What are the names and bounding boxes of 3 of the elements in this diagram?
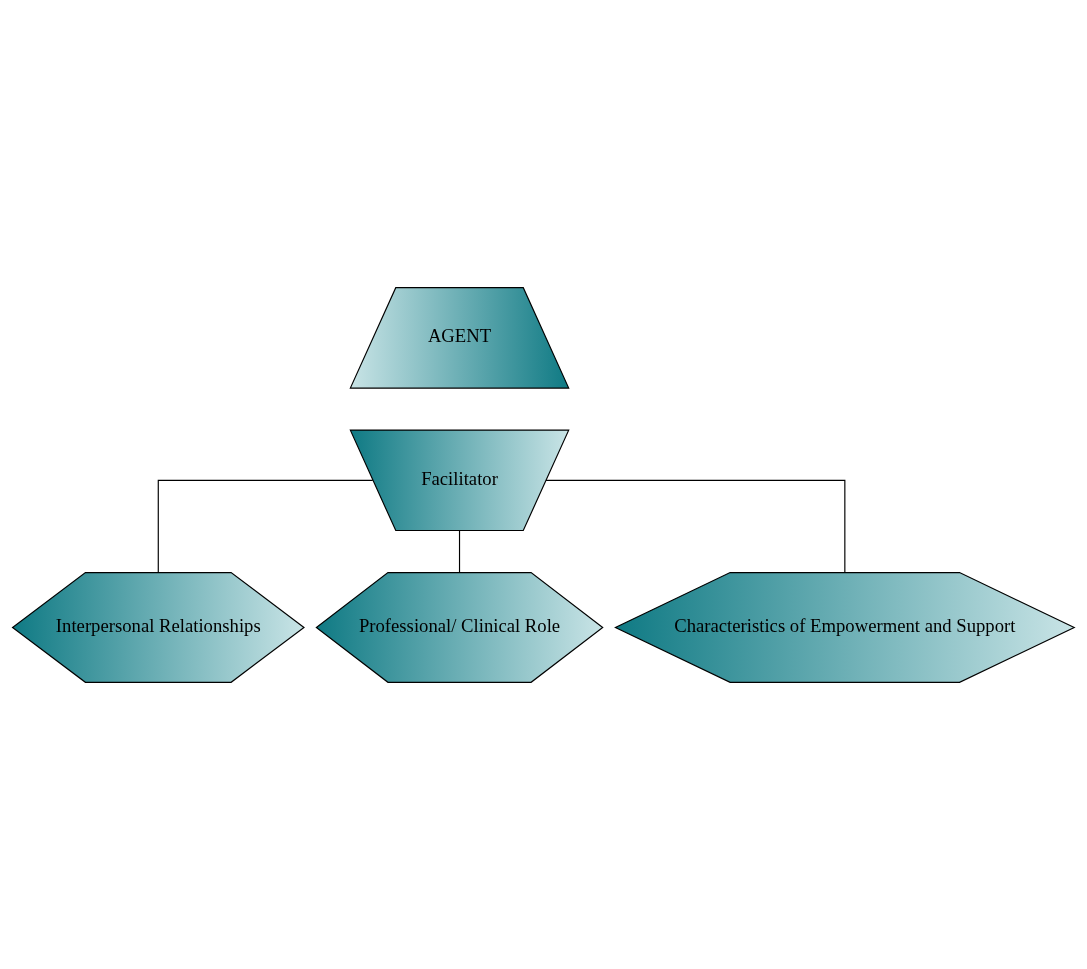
connector [157, 479, 374, 573]
connector [545, 479, 846, 573]
connector [458, 529, 461, 573]
